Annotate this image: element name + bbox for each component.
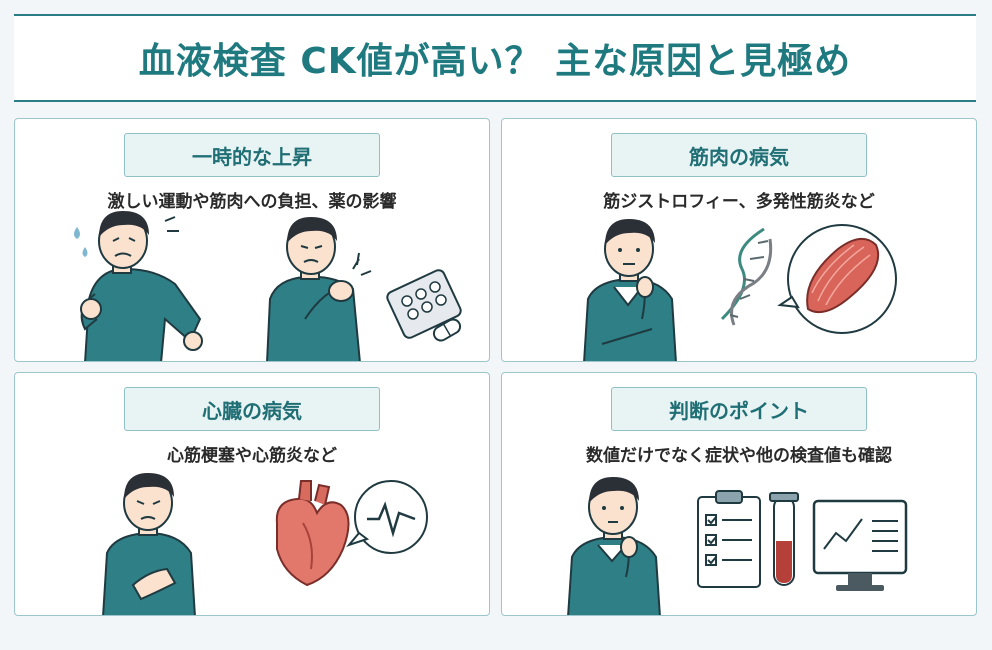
panel-description: 心筋梗塞や心筋炎など bbox=[167, 446, 337, 466]
panel-label: 心臓の病気 bbox=[124, 387, 380, 431]
thinking-man-illustration bbox=[583, 219, 677, 361]
thinking-man-illustration bbox=[567, 477, 661, 615]
panel-judgment-points: 判断のポイント 数値だけでなく症状や他の検査値も確認 bbox=[501, 372, 977, 616]
panel-description: 筋ジストロフィー、多発性筋炎など bbox=[603, 192, 875, 212]
heartbeat-bubble-icon bbox=[345, 480, 428, 554]
title-band: 血液検査 CK値が高い？ 主な原因と見極め bbox=[14, 14, 976, 102]
panel-description: 激しい運動や筋肉への負担、薬の影響 bbox=[107, 192, 397, 212]
heart-icon bbox=[275, 480, 350, 587]
panel-label: 判断のポイント bbox=[611, 387, 867, 431]
test-tube-icon bbox=[769, 492, 799, 586]
running-man-illustration bbox=[74, 211, 203, 361]
panel-illustration bbox=[567, 477, 908, 615]
chest-pain-man-illustration bbox=[102, 473, 196, 615]
panel-muscle-disease: 筋肉の病気 筋ジストロフィー、多発性筋炎など bbox=[501, 118, 977, 362]
panel-illustration bbox=[74, 211, 462, 361]
pill-pack-icon bbox=[386, 269, 462, 342]
dna-icon bbox=[720, 227, 773, 326]
page-title: 血液検査 CK値が高い？ 主な原因と見極め bbox=[138, 41, 852, 82]
clipboard-checklist-icon bbox=[697, 490, 761, 588]
shoulder-pain-man-illustration bbox=[266, 217, 372, 361]
panel-heart-disease: 心臓の病気 心筋梗塞や心筋炎など bbox=[14, 372, 490, 616]
panel-illustration bbox=[583, 219, 897, 361]
monitor-chart-icon bbox=[812, 499, 908, 591]
panel-label: 筋肉の病気 bbox=[611, 133, 867, 177]
panel-description: 数値だけでなく症状や他の検査値も確認 bbox=[586, 446, 892, 466]
panel-illustration bbox=[102, 473, 428, 615]
panel-label: 一時的な上昇 bbox=[124, 133, 380, 177]
muscle-bubble-icon bbox=[777, 224, 897, 334]
panel-temporary-rise: 一時的な上昇 激しい運動や筋肉への負担、薬の影響 bbox=[14, 118, 490, 362]
